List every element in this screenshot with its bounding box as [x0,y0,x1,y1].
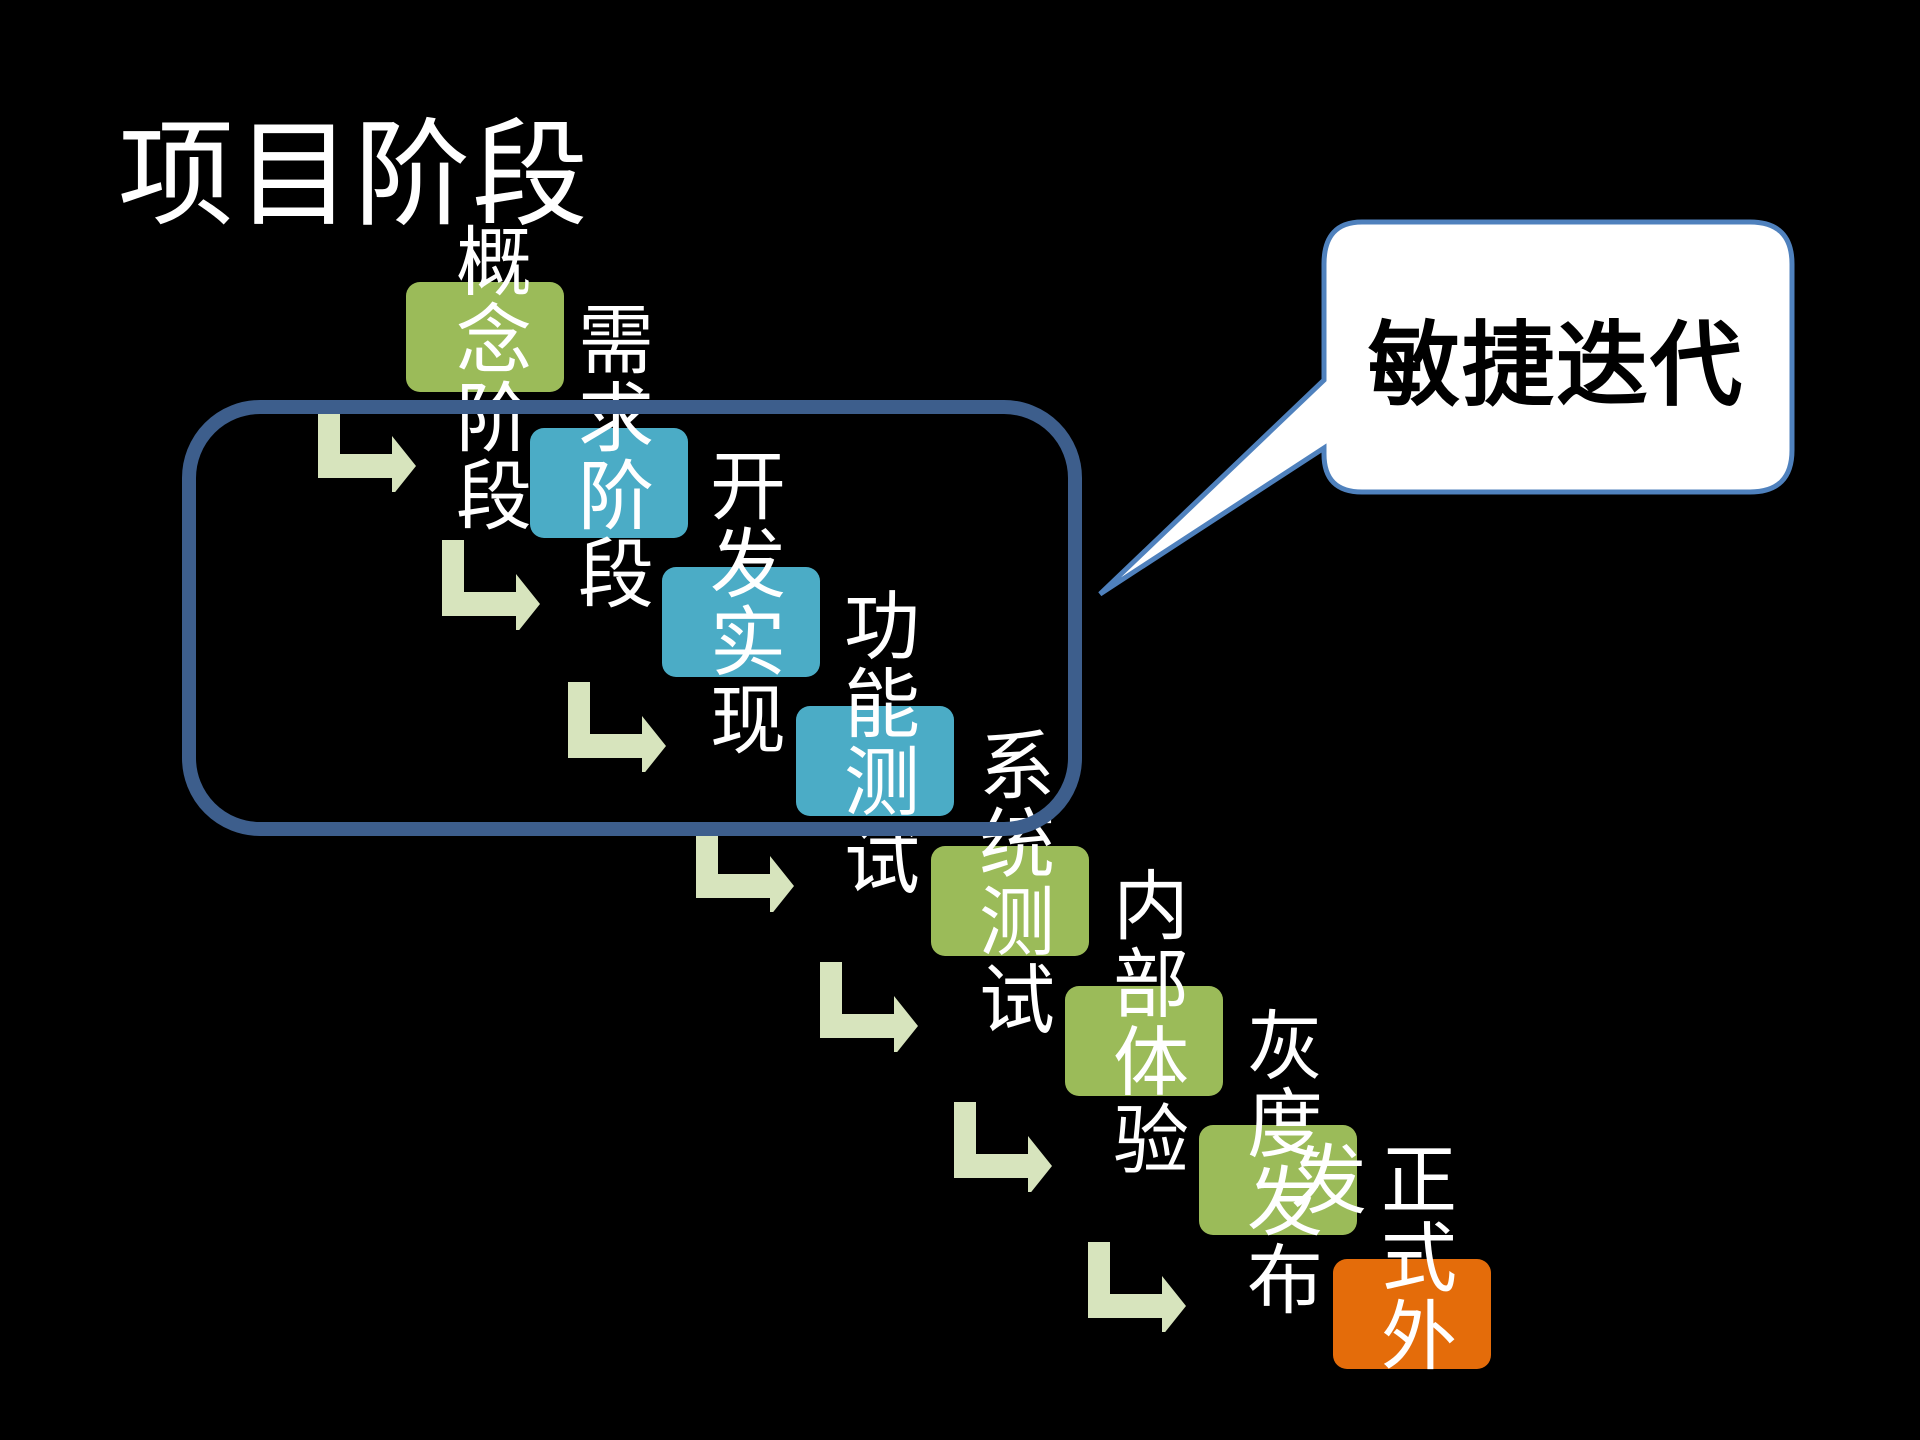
bent-arrow-1 [318,402,416,492]
stage-box-requirements [530,428,688,538]
bent-arrow-3 [568,682,666,772]
callout-text: 敏捷迭代 [1367,311,1744,419]
stage-label-internal-trial: 内部体验 [1100,866,1189,1178]
stage-box-internal-trial [1065,986,1223,1096]
stage-label-official-release: 正式外发 [1278,1140,1457,1374]
agile-iteration-frame [182,400,1082,836]
stage-label-concept: 概念阶段 [443,222,532,534]
stage-label-development: 开发实现 [697,446,786,758]
stage-box-function-test [796,706,954,816]
bent-arrow-5 [820,962,918,1052]
page-title: 项目阶段 [118,108,590,243]
stage-box-concept [406,282,564,392]
stage-box-official-release [1333,1259,1491,1369]
stage-box-development [662,567,820,677]
stage-box-gray-release [1199,1125,1357,1235]
stage-label-requirements: 需求阶段 [565,300,654,612]
bent-arrow-6 [954,1102,1052,1192]
stage-box-system-test [931,846,1089,956]
bent-arrow-4 [696,822,794,912]
stage-label-gray-release: 灰度发布 [1234,1006,1323,1318]
bent-arrow-7 [1088,1242,1186,1332]
bent-arrow-2 [442,540,540,630]
stage-label-function-test: 功能测试 [831,586,920,898]
